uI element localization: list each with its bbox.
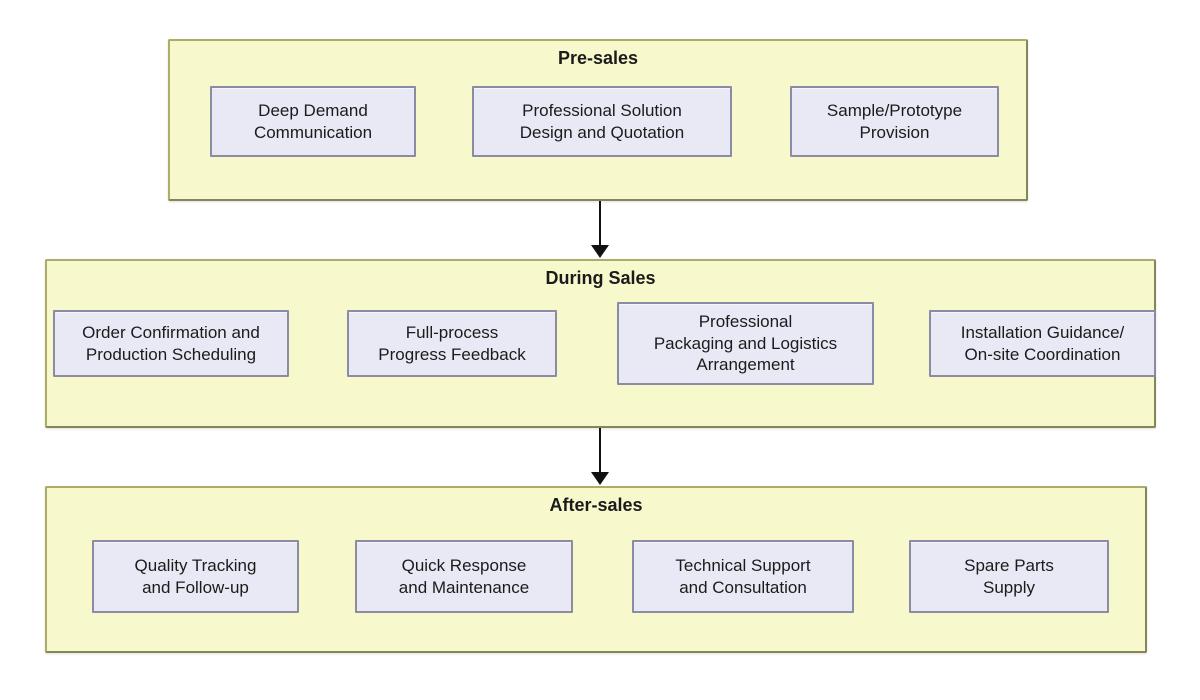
- arrow-shaft: [599, 201, 601, 246]
- service-technical-support-consultation: Technical Support and Consultation: [632, 540, 854, 613]
- stage-during-sales: During Sales Order Confirmation and Prod…: [45, 259, 1156, 428]
- service-spare-parts-supply: Spare Parts Supply: [909, 540, 1109, 613]
- arrow-down-icon: [591, 245, 609, 258]
- stage-pre-sales-title: Pre-sales: [557, 48, 639, 68]
- service-packaging-logistics: Professional Packaging and Logistics Arr…: [617, 302, 874, 385]
- service-solution-design-quotation: Professional Solution Design and Quotati…: [472, 86, 732, 157]
- stage-after-sales: After-sales Quality Tracking and Follow-…: [45, 486, 1147, 653]
- stage-pre-sales: Pre-sales Deep Demand Communication Prof…: [168, 39, 1028, 201]
- stage-during-sales-title: During Sales: [545, 268, 656, 288]
- arrow-down-icon: [591, 472, 609, 485]
- service-deep-demand-communication: Deep Demand Communication: [210, 86, 416, 157]
- service-order-confirmation-scheduling: Order Confirmation and Production Schedu…: [53, 310, 289, 377]
- arrow-shaft: [599, 428, 601, 472]
- service-sample-prototype-provision: Sample/Prototype Provision: [790, 86, 999, 157]
- service-quality-tracking-followup: Quality Tracking and Follow-up: [92, 540, 299, 613]
- stage-after-sales-title: After-sales: [549, 495, 643, 515]
- service-installation-guidance: Installation Guidance/ On-site Coordinat…: [929, 310, 1156, 377]
- service-quick-response-maintenance: Quick Response and Maintenance: [355, 540, 573, 613]
- service-progress-feedback: Full-process Progress Feedback: [347, 310, 557, 377]
